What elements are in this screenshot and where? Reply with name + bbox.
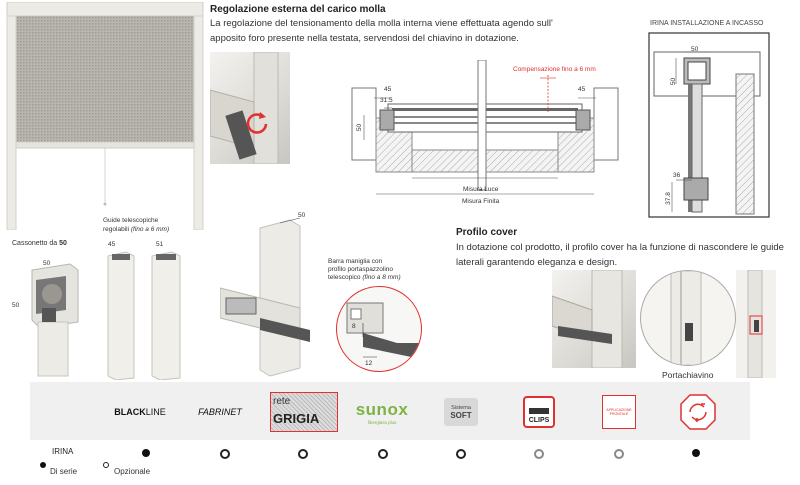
clips-bar-icon xyxy=(529,408,549,414)
availability-mark-3 xyxy=(298,449,308,459)
applicazione-frontale-logo: APPLICAZIONE FRONTALE xyxy=(600,392,638,432)
clips-label: CLIPS xyxy=(528,417,550,424)
install-dim-50-side: 50 xyxy=(670,77,678,86)
screen-product-photo xyxy=(5,1,205,231)
availability-mark-6 xyxy=(534,449,544,459)
spring-adjustment-photo xyxy=(209,51,290,165)
sunox-logo-text: sunox xyxy=(355,399,409,419)
barra-dim-8: 8 xyxy=(352,323,356,330)
guide-dim-45: 45 xyxy=(108,241,116,248)
rete-label: rete xyxy=(273,396,291,407)
barra-desc-3: telescopico (fino a 8 mm) xyxy=(328,274,401,281)
guide-dim-51: 51 xyxy=(156,241,164,248)
rete-grigia-logo: rete GRIGIA xyxy=(270,392,338,432)
fabrinet-logo-text: FABRINET xyxy=(198,407,242,417)
legend-ring-dot-icon xyxy=(103,462,109,468)
availability-mark-5 xyxy=(456,449,466,459)
blackline-logo-black: BLACK xyxy=(114,407,146,417)
cassonetto-dim-w: 50 xyxy=(43,260,51,267)
rete-grigia-badge: rete GRIGIA xyxy=(270,392,338,432)
applicazione-label: APPLICAZIONE xyxy=(606,408,632,412)
installation-title: IRINA INSTALLAZIONE A INCASSO xyxy=(650,20,764,27)
legend-full-dot-icon xyxy=(40,462,46,468)
section-technical-drawing xyxy=(340,59,630,210)
availability-mark-8 xyxy=(692,449,700,457)
cassonetto-photo xyxy=(26,262,84,377)
spring-adjustment-text: La regolazione del tensionamento della m… xyxy=(210,18,553,44)
barra-dim-50: 50 xyxy=(298,212,306,219)
frontale-label: FRONTALE xyxy=(609,412,629,416)
sistema-label: Sistema xyxy=(451,404,471,411)
clips-logo: CLIPS xyxy=(520,392,558,432)
availability-mark-7 xyxy=(614,449,624,459)
cassonetto-label: Cassonetto da 50 xyxy=(12,240,67,247)
sistema-soft-logo: Sistema SOFT xyxy=(442,392,480,432)
install-dim-50-top: 50 xyxy=(691,46,699,53)
legend-opzionale: Opzionale xyxy=(114,467,151,476)
guide-label-1: Guide telescopiche xyxy=(103,217,159,224)
dim-50: 50 xyxy=(356,123,364,132)
misura-finita-label: Misura Finita xyxy=(462,198,500,205)
portachiavino-detail-circle xyxy=(640,270,736,366)
installation-drawing xyxy=(648,32,770,218)
cassonetto-size: 50 xyxy=(59,240,67,247)
product-row-name: IRINA xyxy=(52,447,74,456)
tension-adjust-icon xyxy=(680,394,716,430)
barra-desc-2: profilo portaspazzolino xyxy=(328,266,394,273)
spring-adjustment-title: Regolazione esterna del carico molla xyxy=(210,4,386,15)
guide-label-2-text: regolabili xyxy=(103,226,130,233)
tension-adjust-logo xyxy=(678,392,718,432)
profilo-cover-text: In dotazione col prodotto, il profilo co… xyxy=(456,242,784,268)
legend-di-serie: Di serie xyxy=(50,467,78,476)
barra-desc-3-text: telescopico xyxy=(328,274,361,281)
grigia-label: GRIGIA xyxy=(273,411,320,426)
compensation-label: Compensazione fino a 6 mm xyxy=(513,66,596,73)
install-dim-36: 36 xyxy=(673,172,681,179)
dim-31-5: 31.5 xyxy=(380,97,393,104)
barra-photo xyxy=(219,217,320,380)
profilo-cover-photo xyxy=(551,269,636,369)
cassonetto-label-text: Cassonetto da xyxy=(12,240,58,247)
availability-mark-1 xyxy=(142,449,150,457)
dim-45-left: 45 xyxy=(384,86,392,93)
clips-badge: CLIPS xyxy=(523,396,555,428)
dim-45-right: 45 xyxy=(578,86,586,93)
guide-label-2: regolabili (fino a 6 mm) xyxy=(103,226,169,233)
portachiavino-label: Portachiavino xyxy=(662,370,714,380)
profilo-cover-title: Profilo cover xyxy=(456,227,518,238)
guide-note: (fino a 6 mm) xyxy=(130,226,170,233)
applicazione-frontale-badge: APPLICAZIONE FRONTALE xyxy=(602,395,636,429)
availability-mark-2 xyxy=(220,449,230,459)
sunox-logo-sub: fiberglass plus xyxy=(367,419,397,425)
blackline-logo-line: LINE xyxy=(145,407,166,417)
barra-dim-12: 12 xyxy=(365,360,373,367)
barra-note: (fino a 8 mm) xyxy=(362,274,401,281)
misura-luce-label: Misura Luce xyxy=(463,186,499,193)
sistema-soft-badge: Sistema SOFT xyxy=(444,398,478,426)
cassonetto-dim-h: 50 xyxy=(12,302,20,309)
guide-profiles-photo xyxy=(104,250,184,381)
fabrinet-logo: FABRINET xyxy=(190,392,250,432)
barra-desc-1: Barra maniglia con xyxy=(328,258,383,265)
soft-label: SOFT xyxy=(450,410,472,420)
portachiavino-photo xyxy=(736,269,776,379)
install-dim-37-8: 37.8 xyxy=(664,192,672,205)
barra-detail-circle xyxy=(336,286,422,372)
sunox-logo: sunox fiberglass plus xyxy=(346,392,418,432)
availability-mark-4 xyxy=(378,449,388,459)
